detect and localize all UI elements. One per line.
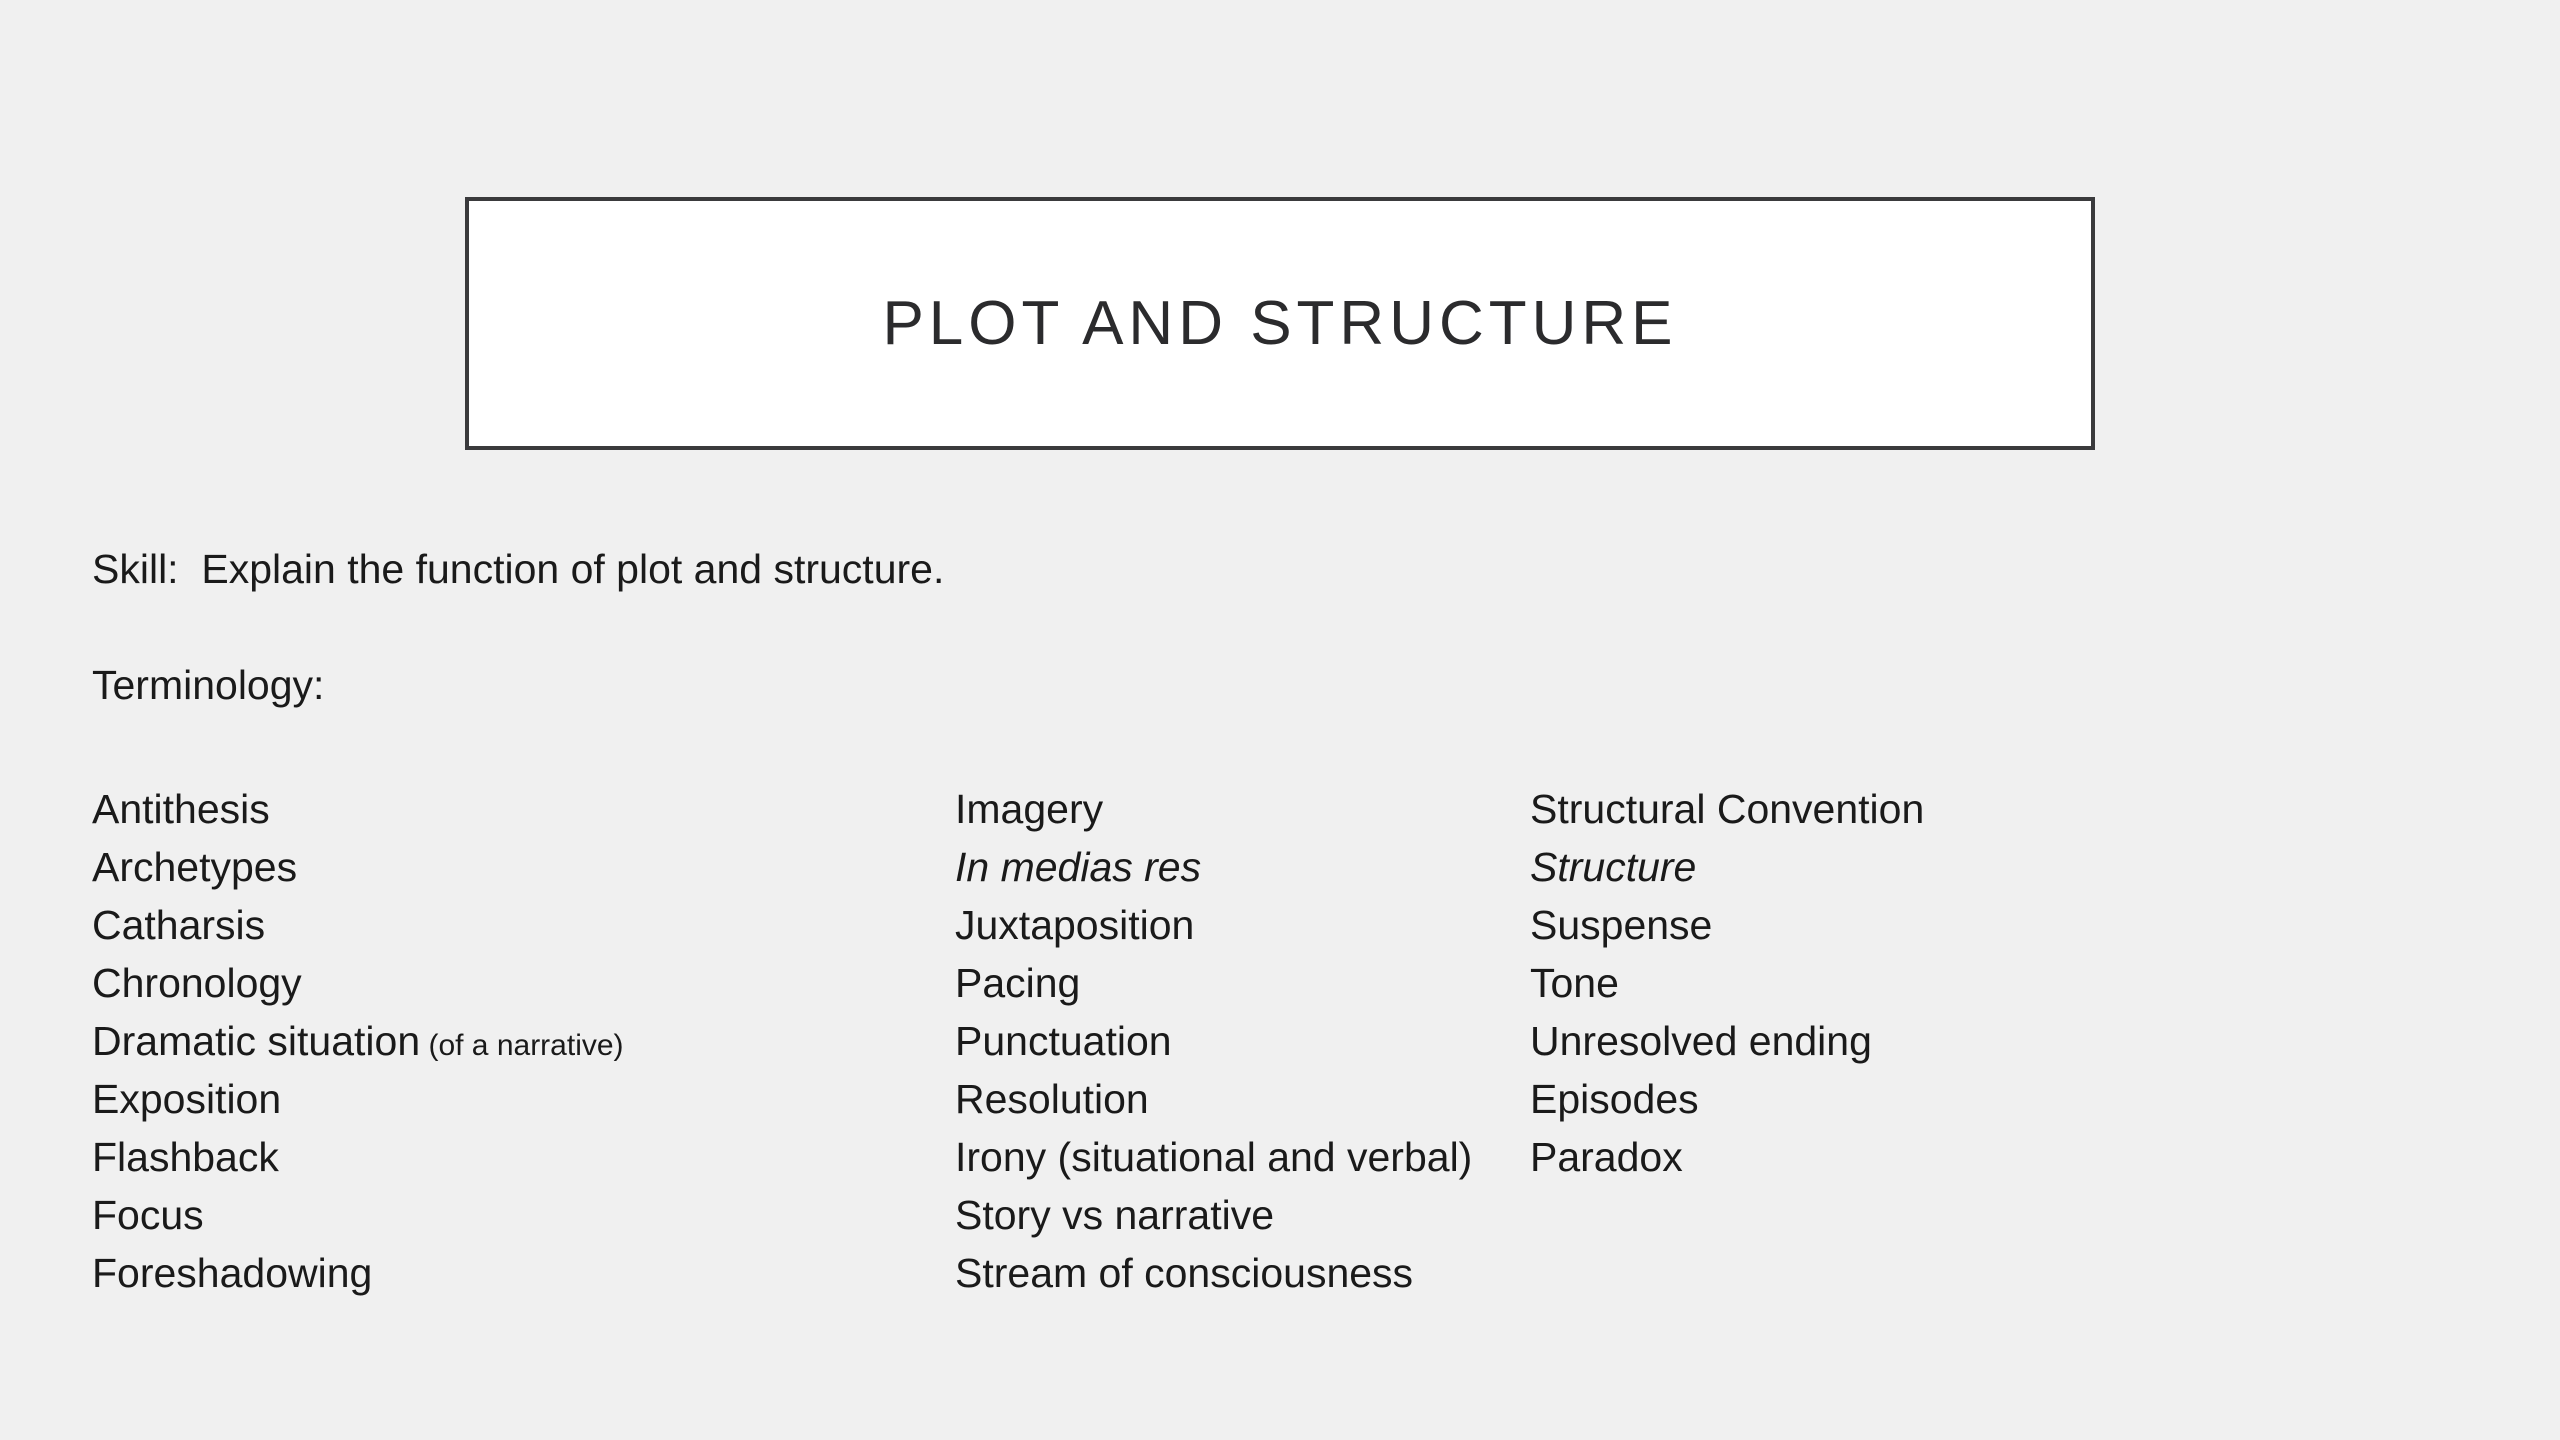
terminology-item-label: Punctuation bbox=[955, 1018, 1172, 1064]
terminology-item-label: Paradox bbox=[1530, 1134, 1683, 1180]
terminology-item: Foreshadowing bbox=[92, 1244, 624, 1302]
terminology-item: Story vs narrative bbox=[955, 1186, 1472, 1244]
terminology-item: Stream of consciousness bbox=[955, 1244, 1472, 1302]
terminology-item-label: Pacing bbox=[955, 960, 1081, 1006]
terminology-item: Unresolved ending bbox=[1530, 1012, 1924, 1070]
terminology-item-label: Exposition bbox=[92, 1076, 282, 1122]
terminology-item: Catharsis bbox=[92, 896, 624, 954]
terminology-item-label: Catharsis bbox=[92, 902, 266, 948]
page-title: PLOT AND STRUCTURE bbox=[882, 288, 1678, 358]
terminology-item-label: Juxtaposition bbox=[955, 902, 1195, 948]
terminology-item: Suspense bbox=[1530, 896, 1924, 954]
terminology-item-label: Story vs narrative bbox=[955, 1192, 1274, 1238]
terminology-item-label: Flashback bbox=[92, 1134, 279, 1180]
terminology-item: Focus bbox=[92, 1186, 624, 1244]
terminology-item-label: Chronology bbox=[92, 960, 302, 1006]
terminology-item-label: Imagery bbox=[955, 786, 1104, 832]
terminology-item: In medias res bbox=[955, 838, 1472, 896]
terminology-item: Resolution bbox=[955, 1070, 1472, 1128]
terminology-item: Antithesis bbox=[92, 780, 624, 838]
terminology-label: Terminology: bbox=[92, 662, 325, 708]
terminology-item-label: Foreshadowing bbox=[92, 1250, 373, 1296]
terminology-item: Flashback bbox=[92, 1128, 624, 1186]
terminology-item-label: Focus bbox=[92, 1192, 204, 1238]
terminology-item-label: Structural Convention bbox=[1530, 786, 1925, 832]
terminology-item: Irony (situational and verbal) bbox=[955, 1128, 1472, 1186]
terminology-item-label: Resolution bbox=[955, 1076, 1149, 1122]
terminology-item: Structural Convention bbox=[1530, 780, 1924, 838]
terminology-item: Paradox bbox=[1530, 1128, 1924, 1186]
terminology-item: Tone bbox=[1530, 954, 1924, 1012]
terminology-item: Chronology bbox=[92, 954, 624, 1012]
terminology-item-label: Structure bbox=[1530, 844, 1697, 890]
skill-statement: Skill: Explain the function of plot and … bbox=[92, 546, 945, 592]
title-box: PLOT AND STRUCTURE bbox=[465, 197, 2095, 450]
terminology-item-label: Tone bbox=[1530, 960, 1619, 1006]
terminology-item-label: Stream of consciousness bbox=[955, 1250, 1414, 1296]
terminology-item-label: Archetypes bbox=[92, 844, 298, 890]
terminology-item: Structure bbox=[1530, 838, 1924, 896]
terminology-item-label: Suspense bbox=[1530, 902, 1713, 948]
terminology-item-note: (of a narrative) bbox=[420, 1029, 624, 1062]
terminology-item: Juxtaposition bbox=[955, 896, 1472, 954]
terminology-item: Punctuation bbox=[955, 1012, 1472, 1070]
terminology-item-label: Antithesis bbox=[92, 786, 270, 832]
terminology-item-label: Irony (situational and verbal) bbox=[955, 1134, 1473, 1180]
terminology-item-label: Dramatic situation bbox=[92, 1018, 421, 1064]
terminology-item-label: In medias res bbox=[955, 844, 1202, 890]
terminology-item: Archetypes bbox=[92, 838, 624, 896]
terminology-item: Exposition bbox=[92, 1070, 624, 1128]
terminology-item: Pacing bbox=[955, 954, 1472, 1012]
terminology-item: Episodes bbox=[1530, 1070, 1924, 1128]
terminology-item-label: Episodes bbox=[1530, 1076, 1699, 1122]
terminology-item: Dramatic situation (of a narrative) bbox=[92, 1012, 624, 1070]
terminology-item: Imagery bbox=[955, 780, 1472, 838]
terminology-item-label: Unresolved ending bbox=[1530, 1018, 1872, 1064]
